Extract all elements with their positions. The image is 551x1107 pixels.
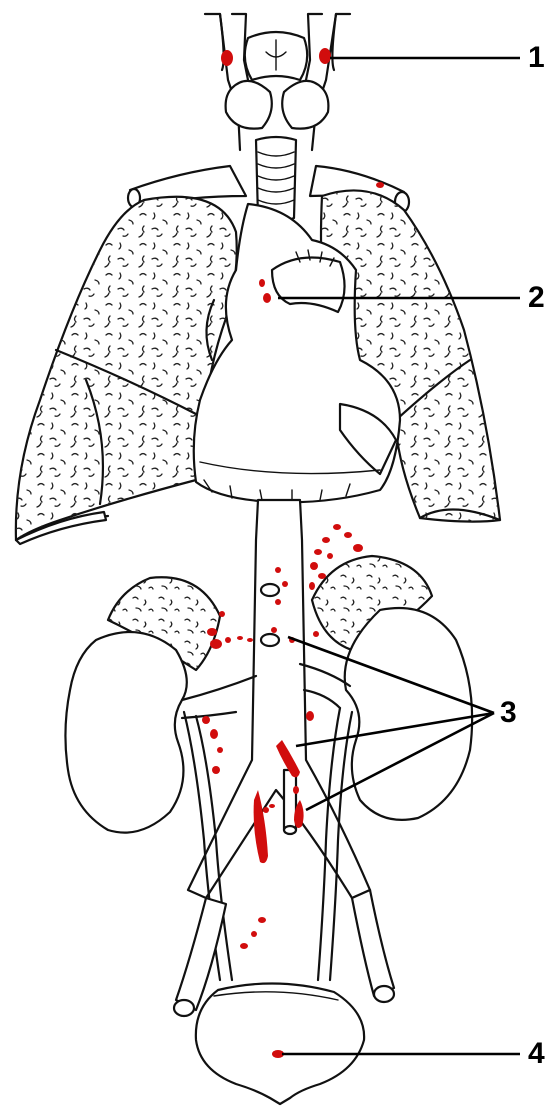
thyroid-gland xyxy=(226,32,329,129)
right-kidney xyxy=(65,632,186,833)
callout-label-2: 2 xyxy=(528,283,545,313)
callout-label-1: 1 xyxy=(528,43,545,73)
callout-label-3: 3 xyxy=(500,698,517,728)
callout-label-4: 4 xyxy=(528,1039,545,1069)
urinary-bladder xyxy=(196,983,364,1104)
right-lung xyxy=(16,197,237,544)
left-kidney xyxy=(345,608,472,820)
